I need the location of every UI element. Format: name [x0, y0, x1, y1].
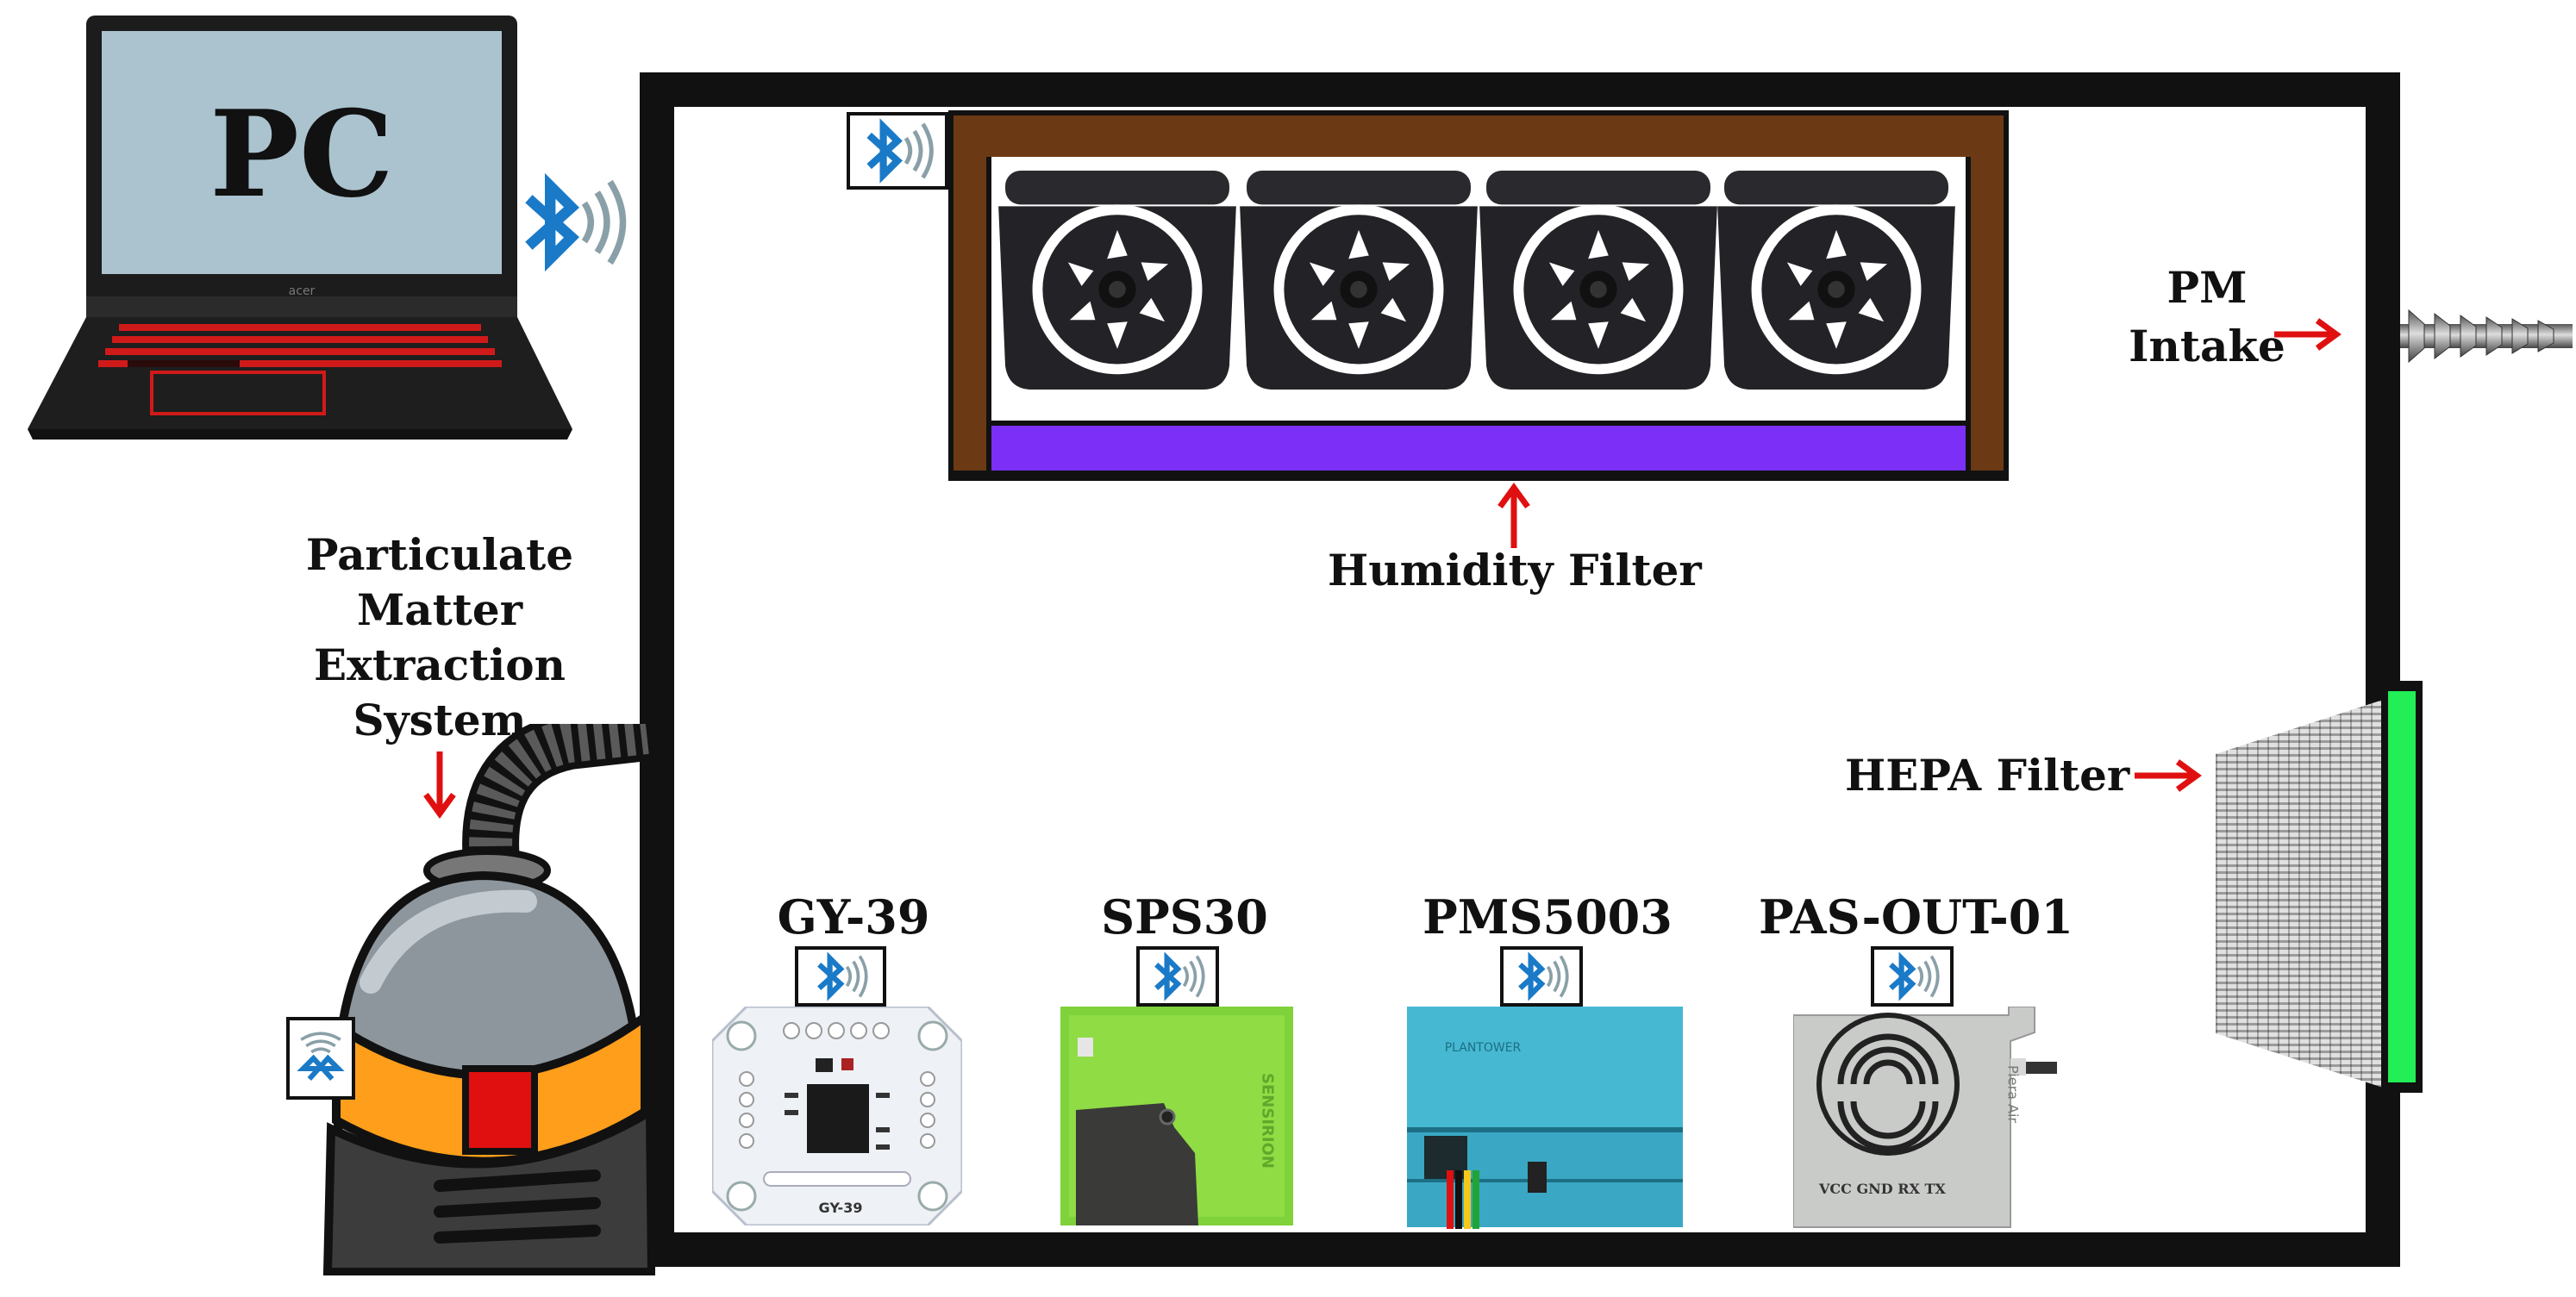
extraction-label-line1: Particulate	[305, 529, 574, 580]
bluetooth-icon	[283, 1027, 359, 1089]
pms5003-board-text: PLANTOWER	[1444, 1041, 1522, 1055]
fan-icon	[998, 171, 1236, 391]
sps30-board-text: SENSIRION	[1258, 1073, 1277, 1169]
hepa-filter-media	[2216, 700, 2383, 1088]
gy39-board	[712, 1007, 962, 1225]
sensor-bluetooth-badge	[1136, 946, 1219, 1007]
pm-intake-arrow	[2274, 318, 2342, 351]
pms5003-sensor	[1407, 1007, 1683, 1229]
fan-icon	[1717, 171, 1955, 391]
vacuum-icon	[322, 724, 655, 1275]
extraction-label-line4: System	[353, 695, 527, 745]
laptop-brand: acer	[288, 284, 316, 298]
vacuum-bluetooth-badge	[286, 1017, 355, 1100]
pm-intake-label-line1: PM	[2166, 262, 2248, 313]
pas-out-01-pins: VCC GND RX TX	[1819, 1181, 1946, 1197]
hose-fitting-icon	[2400, 309, 2573, 364]
hepa-filter-label: HEPA Filter	[1845, 750, 2130, 801]
pas-out-01-sensor	[1793, 1007, 2057, 1228]
extraction-arrow	[423, 751, 456, 819]
sensor-name-pas-out-01: PAS-OUT-01	[1759, 889, 2073, 945]
pm-intake-label-line2: Intake	[2129, 321, 2285, 371]
gy39-board-text: GY-39	[818, 1200, 863, 1216]
bluetooth-icon	[1874, 950, 1950, 1003]
hepa-filter-panel	[2388, 691, 2416, 1082]
bluetooth-icon	[798, 950, 883, 1003]
fan-icon	[1479, 171, 1717, 391]
sensor-bluetooth-badge	[795, 946, 886, 1007]
sensor-name-sps30: SPS30	[1101, 889, 1268, 945]
extraction-label-line3: Extraction	[314, 639, 566, 690]
bluetooth-icon	[507, 169, 636, 276]
fan-bluetooth-badge	[847, 112, 948, 190]
pas-out-01-board-text: Piera Air	[2004, 1064, 2022, 1124]
bluetooth-icon	[1504, 950, 1579, 1003]
extraction-label-line2: Matter	[356, 584, 523, 635]
sensor-bluetooth-badge	[1871, 946, 1954, 1007]
sps30-sensor	[1060, 1007, 1293, 1225]
sensor-name-pms5003: PMS5003	[1422, 889, 1673, 945]
bluetooth-icon	[1140, 950, 1216, 1003]
hepa-arrow	[2135, 759, 2202, 792]
pc-screen-label: PC	[209, 84, 394, 224]
sensor-name-gy39: GY-39	[777, 889, 930, 945]
humidity-arrow	[1497, 483, 1530, 548]
humidity-filter-label: Humidity Filter	[1328, 545, 1702, 595]
bluetooth-icon	[850, 115, 945, 186]
fan-icon	[1240, 171, 1478, 391]
enclosure	[640, 72, 2400, 1267]
laptop-icon	[28, 16, 572, 440]
sensor-bluetooth-badge	[1500, 946, 1583, 1007]
